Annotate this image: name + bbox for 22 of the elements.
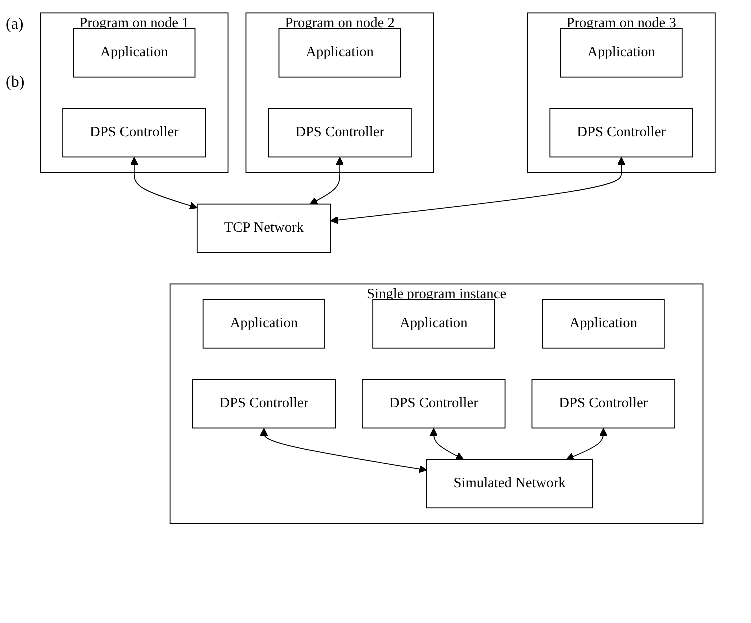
node-box: TCP Network [196, 204, 331, 254]
panel-label: (b) [6, 74, 25, 92]
arrow [130, 157, 198, 210]
node-box: DPS Controller [62, 108, 206, 158]
node-box: Application [372, 299, 495, 349]
arrow [566, 428, 608, 460]
node-box: DPS Controller [268, 108, 412, 158]
node-box: Application [560, 28, 682, 78]
node-box: DPS Controller [362, 379, 506, 429]
node-box: DPS Controller [192, 379, 336, 429]
node-box: DPS Controller [531, 379, 676, 429]
node-box: Application [202, 299, 326, 349]
node-box: Application [542, 299, 665, 349]
arrow [260, 428, 427, 474]
arrow [330, 157, 626, 224]
panel-label: (a) [6, 16, 25, 34]
arrow [310, 157, 344, 205]
node-box: DPS Controller [549, 108, 694, 158]
node-box: Simulated Network [426, 459, 593, 509]
arrow [430, 428, 464, 460]
node-box: Application [278, 28, 401, 78]
node-box: Application [72, 28, 196, 78]
